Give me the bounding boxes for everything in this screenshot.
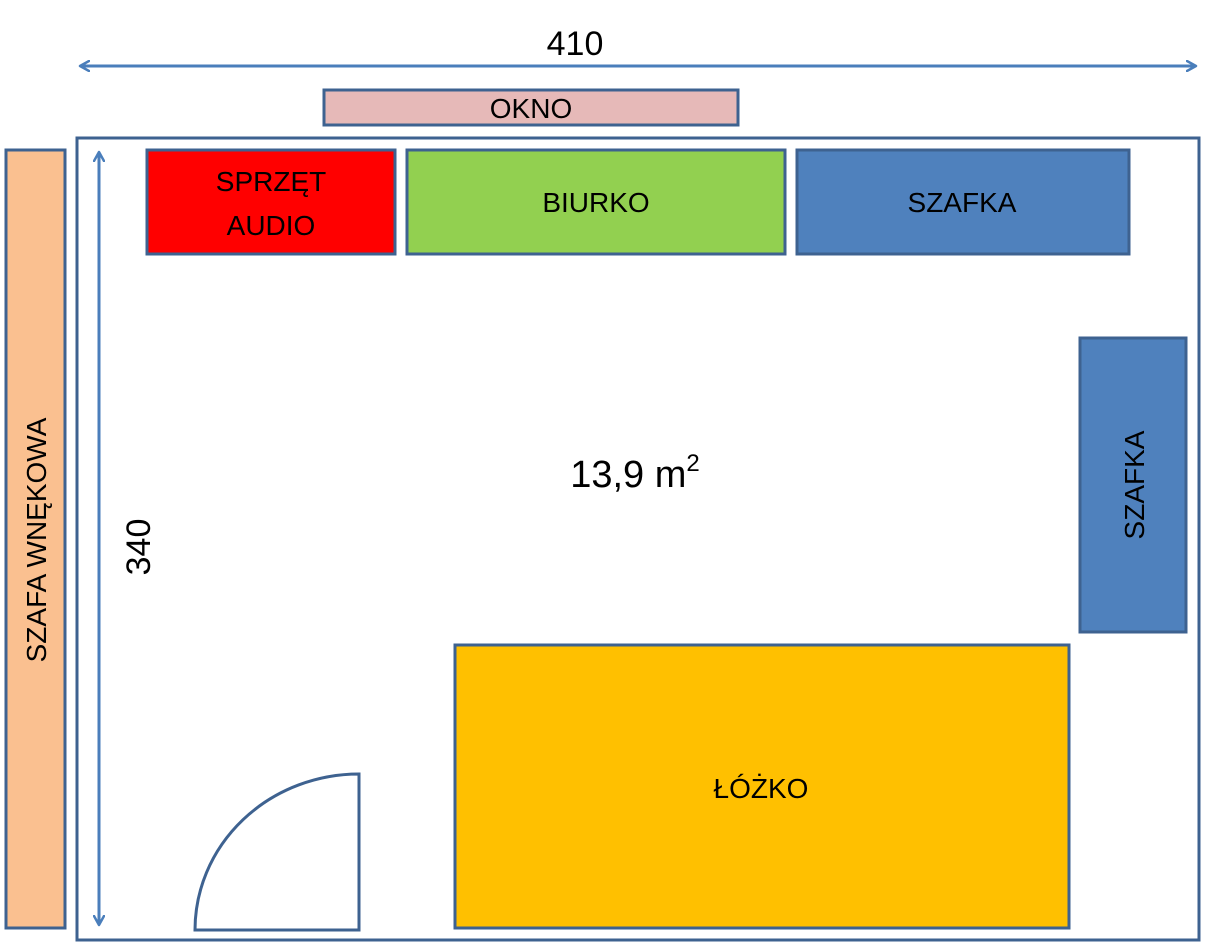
room-area-exponent: 2 <box>686 450 699 477</box>
audio-equipment-label-line1: SPRZĘT <box>216 166 326 197</box>
window-label: OKNO <box>490 93 572 124</box>
desk-label: BIURKO <box>542 187 649 218</box>
cabinet-top <box>795 148 1131 256</box>
desk <box>405 148 787 256</box>
audio-equipment-label-line2: AUDIO <box>227 210 316 241</box>
wardrobe-label: SZAFA WNĘKOWA <box>21 417 52 662</box>
cabinet-right-label: SZAFKA <box>1119 430 1150 539</box>
cabinet-top-label: SZAFKA <box>908 187 1017 218</box>
audio-equipment <box>145 148 397 256</box>
bed <box>453 643 1071 930</box>
window <box>322 88 740 127</box>
room-area: 13,9 m2 <box>570 450 700 496</box>
room-area-value: 13,9 m <box>570 454 686 496</box>
width-dimension-label: 410 <box>547 25 604 63</box>
cabinet-right <box>1078 336 1188 634</box>
room-outline <box>75 136 1201 942</box>
wardrobe <box>4 148 67 930</box>
door-swing <box>193 772 361 932</box>
height-dimension-label: 340 <box>120 519 158 576</box>
bed-label: ŁÓŻKO <box>714 773 809 804</box>
